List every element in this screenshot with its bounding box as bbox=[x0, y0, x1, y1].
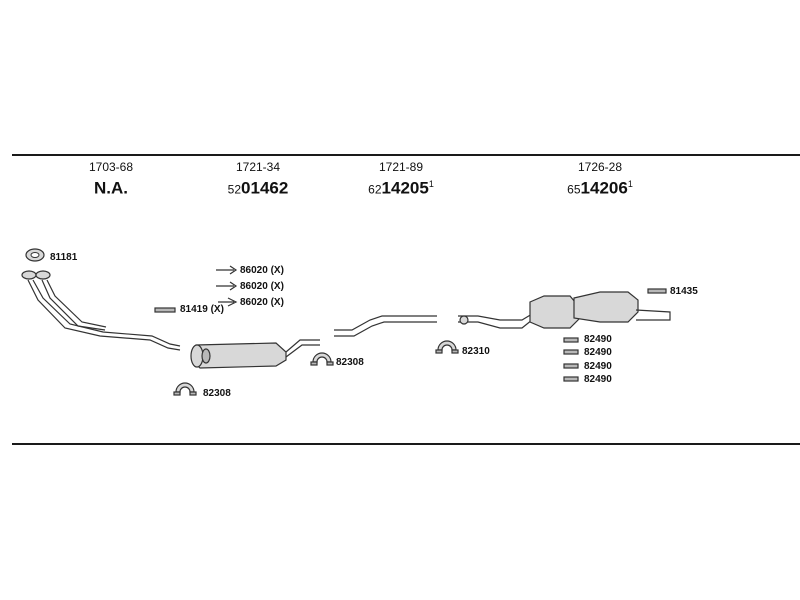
intermediate-pipe-icon bbox=[334, 315, 437, 337]
rear-muffler-icon bbox=[458, 291, 671, 329]
bracket-icon bbox=[216, 265, 238, 307]
label-front-pipe-hanger: 81419 (X) bbox=[180, 304, 224, 315]
header-center-muffler: 1721-34 5201462 bbox=[188, 160, 328, 200]
header-rear-muffler: 1726-28 65142061 bbox=[530, 160, 670, 200]
clamp-icon bbox=[173, 382, 197, 396]
header-part-number: 62142051 bbox=[368, 178, 434, 198]
header-intermediate-pipe: 1721-89 62142051 bbox=[331, 160, 471, 200]
header-code: 1721-89 bbox=[378, 160, 424, 174]
clamp-icon bbox=[435, 340, 459, 354]
label-rear-hanger: 81435 bbox=[670, 286, 698, 297]
center-muffler-icon bbox=[190, 339, 320, 369]
clamp-icon bbox=[310, 352, 334, 366]
front-pipe-icon bbox=[27, 279, 181, 351]
label-rear-part-4: 82490 bbox=[584, 374, 612, 385]
label-rear-part-3: 82490 bbox=[584, 361, 612, 372]
header-code: 1721-34 bbox=[235, 160, 281, 174]
top-divider bbox=[12, 154, 800, 156]
label-clamp-mid: 82308 bbox=[336, 357, 364, 368]
header-code: 1726-28 bbox=[577, 160, 623, 174]
rubber-mount-icon bbox=[563, 337, 579, 382]
label-clamp-rear: 82310 bbox=[462, 346, 490, 357]
header-code: 1703-68 bbox=[88, 160, 134, 174]
hanger-icon bbox=[647, 288, 667, 294]
label-bracket-3: 86020 (X) bbox=[240, 297, 284, 308]
label-bracket-2: 86020 (X) bbox=[240, 281, 284, 292]
header-part-number: N.A. bbox=[94, 178, 128, 198]
label-clamp-front: 82308 bbox=[203, 388, 231, 399]
header-part-number: 5201462 bbox=[227, 178, 289, 198]
label-gasket-front: 81181 bbox=[50, 252, 78, 263]
bottom-divider bbox=[12, 443, 800, 445]
label-bracket-1: 86020 (X) bbox=[240, 265, 284, 276]
hanger-icon bbox=[154, 307, 176, 313]
header-part-number: 65142061 bbox=[567, 178, 633, 198]
label-rear-part-2: 82490 bbox=[584, 347, 612, 358]
label-rear-part-1: 82490 bbox=[584, 334, 612, 345]
header-front-pipe: 1703-68 N.A. bbox=[41, 160, 181, 200]
gasket-icon bbox=[21, 248, 51, 280]
